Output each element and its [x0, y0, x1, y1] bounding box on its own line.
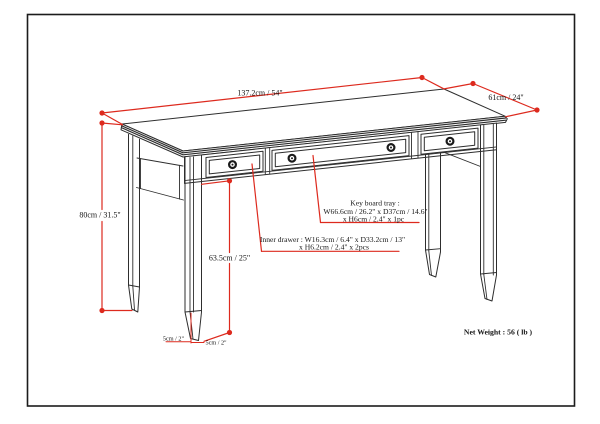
note-keyboard-tray-line2: W66.6cm / 26.2" x D37cm / 14.6" [323, 207, 427, 216]
leg-back-right [425, 150, 481, 278]
desk-drawing [120, 88, 508, 341]
leg-back-left [128, 133, 140, 313]
knob-icon [228, 160, 238, 170]
labels: 137.2cm / 54" 61cm / 24" 80cm / 31.5" 63… [79, 89, 532, 347]
drawer-left [205, 150, 264, 178]
page-border [26, 13, 576, 407]
note-inner-drawer-line1: Inner drawer : W16.3cm / 6.4" x D33.2cm … [260, 235, 405, 244]
knob-icon [287, 153, 297, 163]
side-panel [136, 157, 184, 201]
dimension-width [99, 74, 445, 126]
dimension-height [99, 120, 133, 314]
drawer-knobs [228, 136, 455, 170]
dimension-clearance [200, 178, 233, 342]
drawer-keyboard-tray [271, 135, 410, 171]
knob-icon [449, 140, 451, 143]
dimension-foot [165, 312, 205, 344]
knob-icon [445, 136, 455, 146]
dim-foot-side-label: 5cm / 2" [206, 339, 228, 346]
leg-front-right [480, 122, 497, 302]
dim-depth-label: 61cm / 24" [488, 93, 523, 102]
dim-width-label: 137.2cm / 54" [237, 89, 282, 98]
knob-icon [390, 146, 392, 149]
note-leader-inner-drawer [251, 163, 400, 252]
note-inner-drawer-line2: x H6.2cm / 2.4" x 2pcs [299, 243, 369, 252]
tabletop [120, 88, 508, 158]
dim-foot-front-label: 5cm / 2" [163, 335, 185, 342]
dim-height-label: 80cm / 31.5" [79, 211, 120, 220]
note-leader-keyboard-tray [312, 154, 420, 224]
drawer-stiles [264, 131, 419, 175]
dim-clearance-label: 63.5cm / 25" [209, 254, 250, 263]
net-weight-label: Net Weight : 56 ( lb ) [464, 327, 533, 336]
note-keyboard-tray-line1: Key board tray : [350, 199, 400, 208]
note-keyboard-tray-line3: x H6cm / 2.4" x 1pc [343, 214, 405, 223]
knob-icon [291, 157, 293, 160]
dimension-depth [443, 80, 540, 118]
dimension-lines [99, 74, 540, 344]
knob-icon [231, 163, 234, 166]
knob-icon [386, 143, 396, 153]
